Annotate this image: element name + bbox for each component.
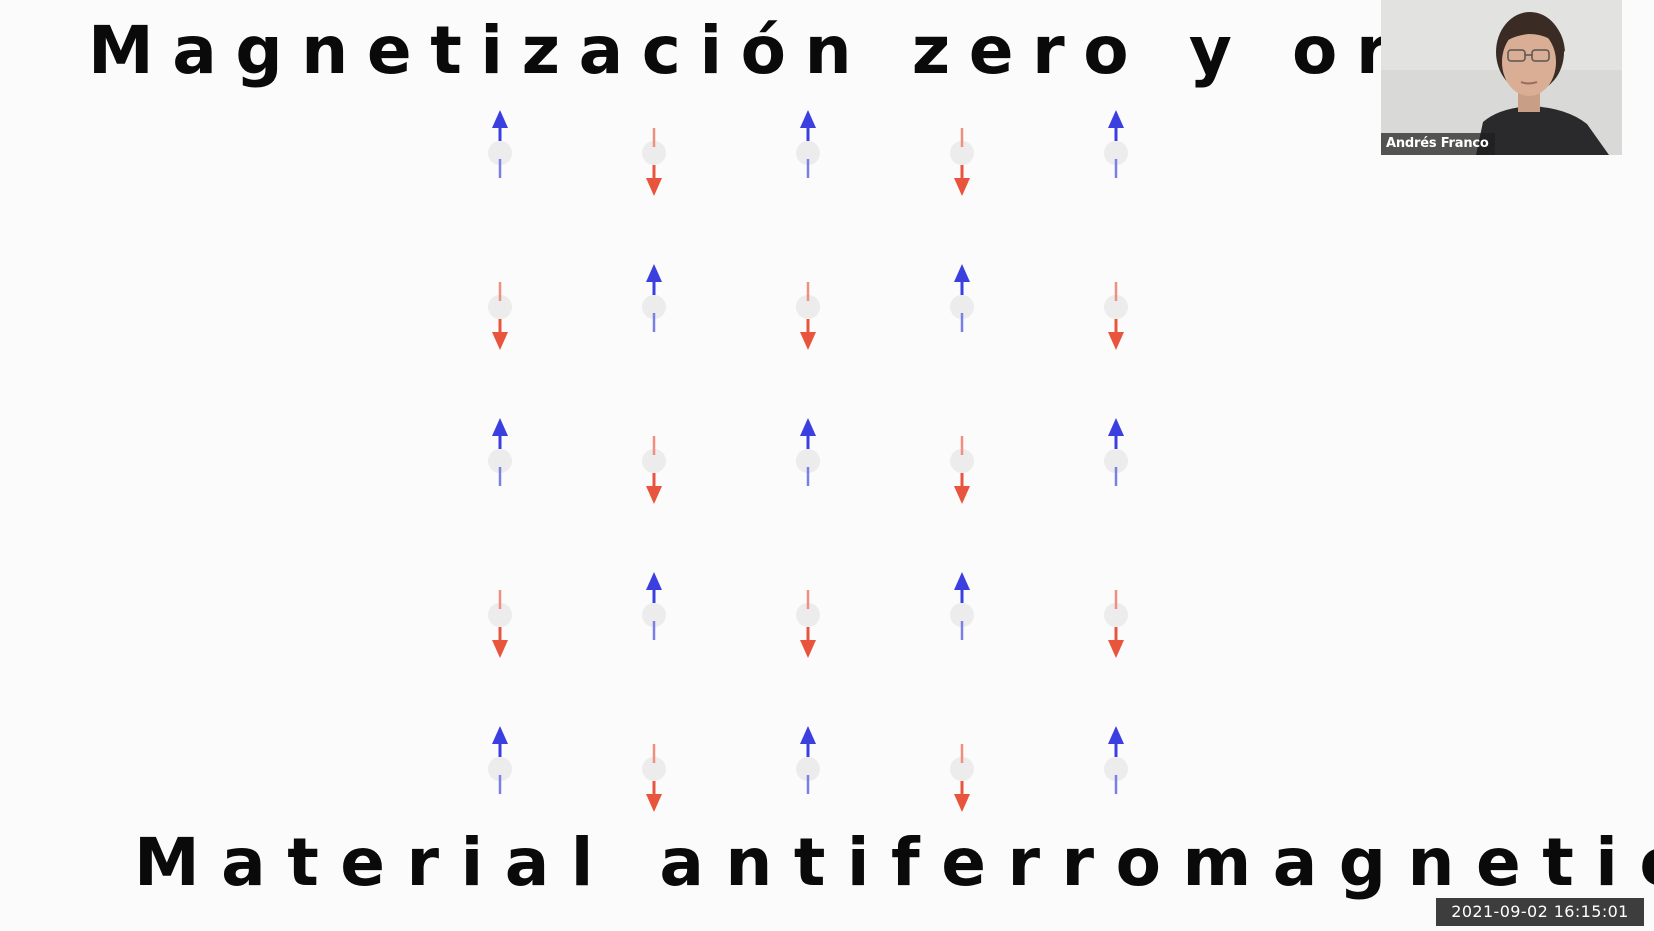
spin-up-arrowhead <box>954 572 970 590</box>
spin-up-site <box>642 572 666 640</box>
atom-sphere <box>1104 757 1128 781</box>
spin-down-site <box>642 744 666 812</box>
spin-down-site <box>796 590 820 658</box>
spin-down-site <box>796 282 820 350</box>
spin-up-arrowhead <box>1108 726 1124 744</box>
spin-down-arrowhead <box>646 486 662 504</box>
spin-up-arrowhead <box>492 418 508 436</box>
atom-sphere <box>488 295 512 319</box>
spin-up-site <box>950 572 974 640</box>
spin-up-site <box>1104 726 1128 794</box>
atom-sphere <box>488 603 512 627</box>
atom-sphere <box>642 757 666 781</box>
spin-down-site <box>642 436 666 504</box>
atom-sphere <box>1104 141 1128 165</box>
spin-down-arrowhead <box>800 640 816 658</box>
atom-sphere <box>950 449 974 473</box>
participant-video-tile[interactable]: Andrés Franco <box>1381 0 1622 155</box>
spin-down-arrowhead <box>954 178 970 196</box>
spin-up-arrowhead <box>492 110 508 128</box>
atom-sphere <box>950 141 974 165</box>
spin-up-arrowhead <box>800 110 816 128</box>
atom-sphere <box>642 141 666 165</box>
atom-sphere <box>950 603 974 627</box>
spin-down-arrowhead <box>646 794 662 812</box>
atom-sphere <box>1104 295 1128 319</box>
spin-up-site <box>642 264 666 332</box>
spin-up-site <box>1104 418 1128 486</box>
spin-up-arrowhead <box>954 264 970 282</box>
atom-sphere <box>950 295 974 319</box>
spin-down-arrowhead <box>1108 640 1124 658</box>
atom-sphere <box>1104 449 1128 473</box>
slide-footer: Material antiferromagnetico <box>134 824 1654 901</box>
spin-down-arrowhead <box>954 486 970 504</box>
spin-up-site <box>1104 110 1128 178</box>
spin-up-site <box>796 110 820 178</box>
atom-sphere <box>796 603 820 627</box>
spin-down-site <box>488 590 512 658</box>
atom-sphere <box>796 449 820 473</box>
atom-sphere <box>488 449 512 473</box>
spin-up-site <box>950 264 974 332</box>
spin-up-site <box>488 726 512 794</box>
spin-up-site <box>796 726 820 794</box>
spin-down-site <box>950 744 974 812</box>
spin-down-site <box>950 128 974 196</box>
spin-up-arrowhead <box>1108 418 1124 436</box>
atom-sphere <box>488 757 512 781</box>
atom-sphere <box>1104 603 1128 627</box>
atom-sphere <box>642 449 666 473</box>
recording-timestamp: 2021-09-02 16:15:01 <box>1436 898 1644 926</box>
spin-up-site <box>488 110 512 178</box>
spin-down-site <box>1104 282 1128 350</box>
spin-down-site <box>642 128 666 196</box>
atom-sphere <box>642 295 666 319</box>
spin-up-arrowhead <box>646 572 662 590</box>
spin-down-arrowhead <box>646 178 662 196</box>
spin-down-site <box>950 436 974 504</box>
spin-down-arrowhead <box>492 332 508 350</box>
atom-sphere <box>488 141 512 165</box>
slide-title: Magnetización zero y orden <box>88 12 1602 89</box>
spin-up-site <box>796 418 820 486</box>
spin-down-arrowhead <box>1108 332 1124 350</box>
atom-sphere <box>796 295 820 319</box>
atom-sphere <box>950 757 974 781</box>
spin-down-site <box>488 282 512 350</box>
spin-up-site <box>488 418 512 486</box>
participant-video-frame <box>1381 0 1622 155</box>
spin-down-arrowhead <box>954 794 970 812</box>
atom-sphere <box>642 603 666 627</box>
spin-up-arrowhead <box>800 418 816 436</box>
spin-down-arrowhead <box>800 332 816 350</box>
spin-up-arrowhead <box>492 726 508 744</box>
participant-name-label: Andrés Franco <box>1381 133 1495 155</box>
spin-up-arrowhead <box>800 726 816 744</box>
atom-sphere <box>796 141 820 165</box>
atom-sphere <box>796 757 820 781</box>
spin-down-arrowhead <box>492 640 508 658</box>
spin-up-arrowhead <box>1108 110 1124 128</box>
spin-up-arrowhead <box>646 264 662 282</box>
spin-down-site <box>1104 590 1128 658</box>
